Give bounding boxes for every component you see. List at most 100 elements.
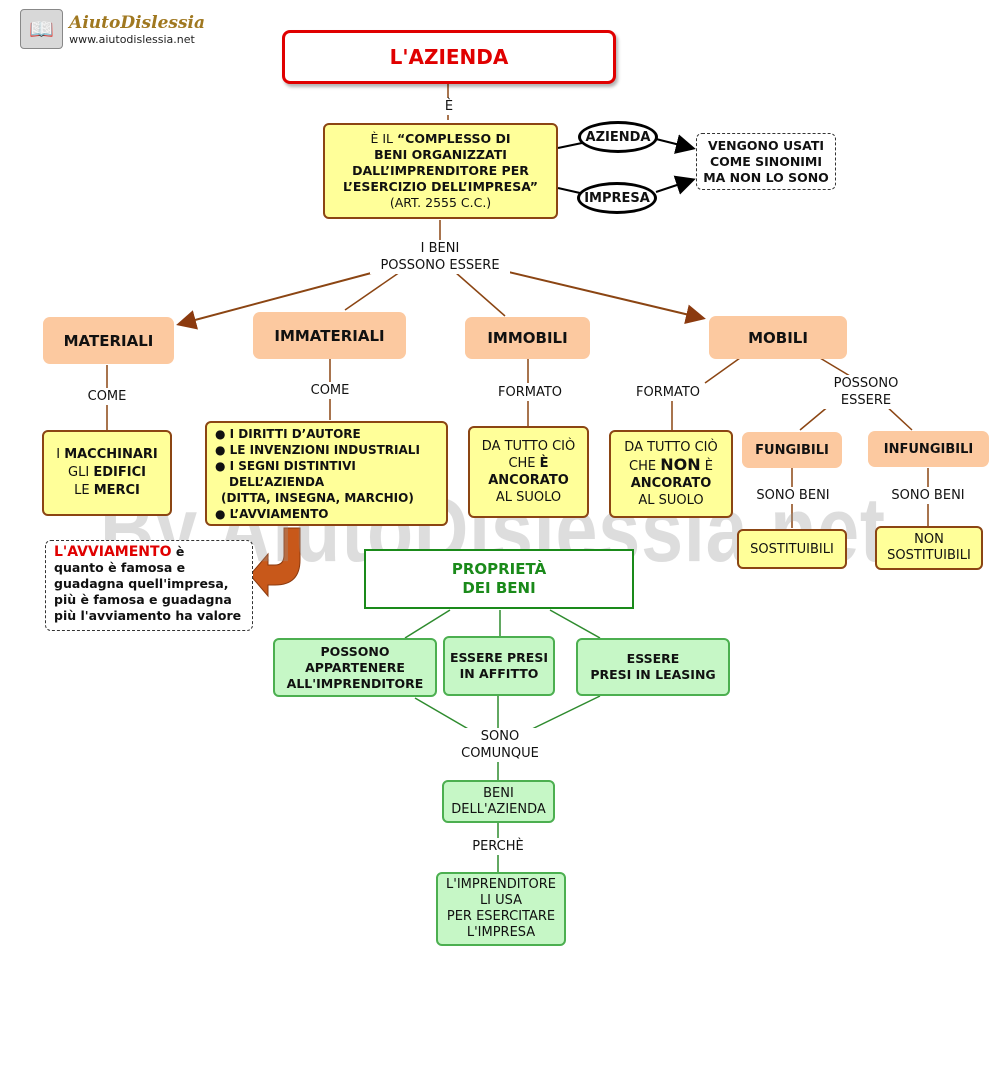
- definition-ref: (ART. 2555 C.C.): [389, 195, 492, 210]
- option-1-line-2: APPARTENERE: [305, 659, 405, 675]
- immobili-l3: ANCORATO: [488, 473, 569, 488]
- mobili-link2-line-1: POSSONO: [833, 376, 899, 391]
- option-2-line-1: ESSERE PRESI: [449, 650, 549, 665]
- materiali-l3-plain: LE: [74, 483, 94, 498]
- immobili-definition: DA TUTTO CIÒ CHE È ANCORATO AL SUOLO: [468, 426, 589, 518]
- category-materiali: MATERIALI: [43, 317, 174, 364]
- option-3-line-1: ESSERE: [626, 651, 680, 666]
- avviamento-note: L'AVVIAMENTO è quanto è famosa e guadagn…: [45, 540, 253, 631]
- infungibili-link: SONO BENI: [887, 487, 969, 504]
- sono-line-1: SONO: [480, 729, 520, 744]
- immateriali-item-3b: DELL’AZIENDA: [229, 474, 325, 489]
- synonyms-note: VENGONO USATI COME SINONIMI MA NON LO SO…: [696, 133, 836, 190]
- definition-box: È IL “COMPLESSO DI BENI ORGANIZZATI DALL…: [323, 123, 558, 219]
- materiali-l3-bold: MERCI: [93, 483, 140, 498]
- materiali-l2-plain: GLI: [68, 465, 94, 480]
- mobili-l2-plain: CHE: [629, 459, 661, 474]
- avviamento-line-2: guadagna quell'impresa,: [54, 576, 229, 591]
- avviamento-line-4: più l'avviamento ha valore: [54, 608, 242, 623]
- beni-label-line-2: POSSONO ESSERE: [380, 258, 500, 273]
- arrow-materiali: [176, 271, 376, 330]
- link-e: È: [440, 98, 458, 115]
- option-appartenere: POSSONO APPARTENERE ALL'IMPRENDITORE: [273, 638, 437, 697]
- immobili-l1: DA TUTTO CIÒ: [481, 439, 576, 454]
- avviamento-after: è: [171, 544, 185, 559]
- mobili-definition: DA TUTTO CIÒ CHE NON È ANCORATO AL SUOLO: [609, 430, 733, 518]
- mobili-l3: ANCORATO: [630, 476, 712, 491]
- sostituibili-box: SOSTITUIBILI: [737, 529, 847, 569]
- option-1-line-3: ALL'IMPRENDITORE: [286, 675, 424, 691]
- avviamento-line-3: più è famosa e guadagna: [54, 592, 232, 607]
- line-immobili: [454, 271, 506, 317]
- mobili-link-2: POSSONO ESSERE: [824, 375, 908, 409]
- option-1-line-1: POSSONO: [320, 643, 390, 659]
- mobili-link: FORMATO: [632, 384, 704, 401]
- final-line-3: PER ESERCITARE: [446, 909, 556, 924]
- category-mobili: MOBILI: [709, 316, 847, 359]
- logo-url: www.aiutodislessia.net: [69, 32, 195, 46]
- impresa-ellipse: IMPRESA: [577, 182, 657, 214]
- immobili-link: FORMATO: [494, 384, 566, 401]
- beni-label-line-1: I BENI: [420, 241, 460, 256]
- definition-line-3: DALL’IMPRENDITORE PER: [352, 163, 529, 178]
- materiali-l2-bold: EDIFICI: [93, 465, 146, 480]
- final-line-4: L'IMPRESA: [466, 925, 536, 940]
- definition-line-1: “COMPLESSO DI: [396, 131, 511, 146]
- immateriali-item-1: ● I DIRITTI D’AUTORE: [215, 426, 361, 441]
- final-line-1: L'IMPRENDITORE: [446, 877, 556, 892]
- option-3-line-2: PRESI IN LEASING: [590, 667, 716, 682]
- proprieta-box: PROPRIETÀ DEI BENI: [364, 549, 634, 609]
- immateriali-item-2: ● LE INVENZIONI INDUSTRIALI: [215, 442, 420, 457]
- mobili-l2-bold: NON: [660, 455, 701, 474]
- page-title: L'AZIENDA: [389, 45, 509, 69]
- avviamento-term: L'AVVIAMENTO: [54, 544, 172, 560]
- definition-line-2: BENI ORGANIZZATI: [374, 147, 507, 162]
- immobili-l2-bold: È: [539, 456, 549, 471]
- logo: 📖 AiutoDislessia www.aiutodislessia.net: [20, 8, 205, 50]
- arrow-mobili: [499, 269, 706, 325]
- category-immobili: IMMOBILI: [465, 317, 590, 359]
- infungibili-box: INFUNGIBILI: [868, 431, 989, 467]
- materiali-l1-plain: I: [56, 447, 65, 462]
- beni-label: I BENI POSSONO ESSERE: [370, 240, 510, 274]
- synonyms-note-line-3: MA NON LO SONO: [703, 169, 829, 185]
- immateriali-link: COME: [303, 382, 357, 399]
- definition-line-4: L’ESERCIZIO DELL’IMPRESA”: [343, 179, 538, 194]
- category-immateriali: IMMATERIALI: [253, 312, 406, 359]
- mobili-l4: AL SUOLO: [638, 493, 704, 508]
- immateriali-item-3c: (DITTA, INSEGNA, MARCHIO): [221, 490, 414, 505]
- materiali-link: COME: [80, 388, 134, 405]
- mobili-l1: DA TUTTO CIÒ: [624, 440, 718, 455]
- immobili-l4: AL SUOLO: [495, 490, 562, 505]
- mobili-link2-line-2: ESSERE: [840, 393, 892, 408]
- non-sostituibili-line-2: SOSTITUIBILI: [887, 548, 971, 563]
- beni-azienda-box: BENI DELL'AZIENDA: [442, 780, 555, 823]
- sono-line-2: COMUNQUE: [461, 746, 539, 761]
- immateriali-item-4: ● L’AVVIAMENTO: [215, 506, 329, 521]
- mobili-l2-end: È: [700, 459, 713, 474]
- avviamento-line-1: quanto è famosa e: [54, 560, 186, 575]
- title-box: L'AZIENDA: [282, 30, 616, 84]
- proprieta-title-1: PROPRIETÀ: [451, 560, 547, 578]
- materiali-l1-bold: MACCHINARI: [64, 447, 158, 462]
- proprieta-title-2: DEI BENI: [462, 579, 536, 597]
- beni-azienda-line-1: BENI: [483, 785, 514, 801]
- curved-arrow-icon: [249, 527, 301, 598]
- logo-name: AiutoDislessia: [69, 12, 205, 33]
- book-icon: 📖: [20, 9, 64, 49]
- option-2-line-2: IN AFFITTO: [459, 666, 539, 681]
- materiali-examples: I MACCHINARI GLI EDIFICI LE MERCI: [42, 430, 172, 516]
- final-line-2: LI USA: [479, 893, 523, 908]
- sono-comunque-label: SONO COMUNQUE: [455, 728, 545, 762]
- option-affitto: ESSERE PRESI IN AFFITTO: [443, 636, 555, 696]
- fungibili-box: FUNGIBILI: [742, 432, 842, 468]
- perche-label: PERCHÈ: [466, 838, 530, 855]
- synonyms-note-line-1: VENGONO USATI: [707, 137, 825, 153]
- line-immateriali: [344, 271, 401, 311]
- definition-prefix: È IL: [370, 131, 397, 146]
- immobili-l2-plain: CHE: [508, 456, 540, 471]
- synonyms-note-line-2: COME SINONIMI: [709, 153, 823, 169]
- non-sostituibili-line-1: NON: [914, 532, 944, 547]
- non-sostituibili-box: NON SOSTITUIBILI: [875, 526, 983, 570]
